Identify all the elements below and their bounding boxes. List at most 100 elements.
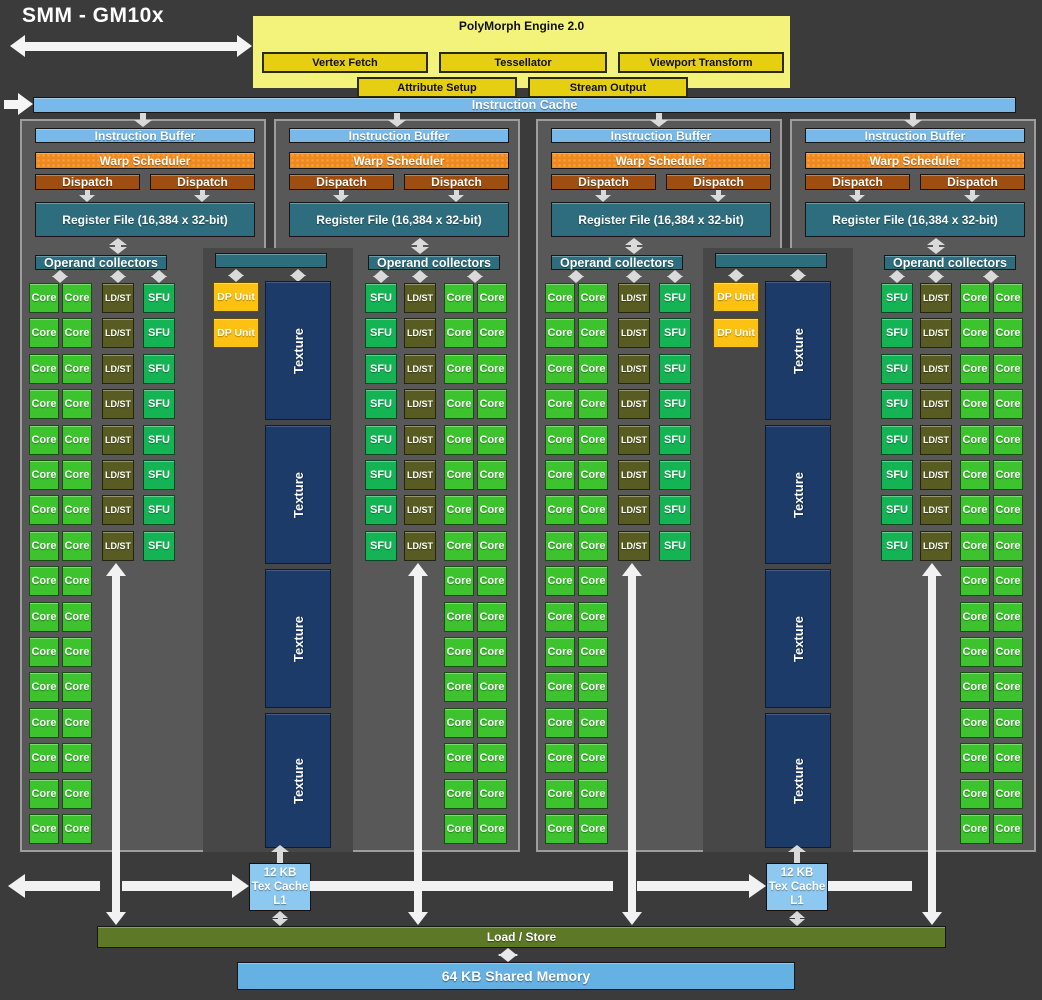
sfu-cell: SFU	[143, 389, 175, 419]
core-cell: Core	[960, 708, 990, 738]
tex-cache-label-line: L1	[790, 895, 804, 907]
ldst-cell: LD/ST	[920, 495, 952, 525]
texcache-loadstore-arrow	[272, 911, 288, 926]
arrow-shaft	[828, 881, 912, 891]
cache-to-quadrant-arrow	[904, 113, 922, 127]
core-cell: Core	[578, 708, 608, 738]
sfu-cell: SFU	[365, 283, 397, 313]
core-cell: Core	[477, 779, 507, 809]
core-cell: Core	[545, 425, 575, 455]
ldst-cell: LD/ST	[404, 354, 436, 384]
arrow-head-down-icon	[626, 276, 642, 283]
core-cell: Core	[444, 637, 474, 667]
register-operand-arrow	[109, 238, 127, 254]
ldst-cell: LD/ST	[404, 283, 436, 313]
core-cell: Core	[960, 283, 990, 313]
operand-column-arrow	[928, 270, 944, 283]
ldst-memory-arrow	[622, 563, 642, 925]
sfu-cell: SFU	[881, 425, 913, 455]
arrow-head-up-icon	[106, 563, 126, 576]
texture-unit-label: Texture	[790, 757, 806, 804]
core-cell: Core	[993, 354, 1023, 384]
core-cell: Core	[62, 672, 92, 702]
texture-unit-label: Texture	[290, 327, 306, 374]
ldst-cell: LD/ST	[618, 318, 650, 348]
arrow-head-up-icon	[788, 845, 806, 852]
core-cell: Core	[960, 602, 990, 632]
arrow-shaft	[969, 190, 975, 196]
texture-unit: Texture	[265, 713, 331, 848]
ldst-cell: LD/ST	[618, 354, 650, 384]
core-cell: Core	[545, 389, 575, 419]
operand-column-arrow	[151, 270, 167, 283]
arrow-head-down-icon	[412, 276, 428, 283]
core-cell: Core	[444, 566, 474, 596]
sfu-cell: SFU	[659, 460, 691, 490]
arrow-head-down-icon	[928, 276, 944, 283]
core-cell: Core	[993, 637, 1023, 667]
sfu-cell: SFU	[365, 318, 397, 348]
ldst-cell: LD/ST	[404, 531, 436, 561]
dispatch-register-arrow	[710, 190, 726, 202]
ldst-cell: LD/ST	[102, 495, 134, 525]
arrow-head-down-icon	[927, 247, 945, 254]
core-cell: Core	[545, 566, 575, 596]
core-cell: Core	[444, 318, 474, 348]
arrow-head-up-icon	[983, 270, 999, 277]
arrow-head-down-icon	[408, 912, 428, 925]
core-cell: Core	[545, 743, 575, 773]
ldst-cell: LD/ST	[102, 389, 134, 419]
core-cell: Core	[960, 531, 990, 561]
ldst-cell: LD/ST	[920, 354, 952, 384]
texture-unit-label: Texture	[790, 615, 806, 662]
texture-unit: Texture	[765, 569, 831, 708]
polymorph-engine-panel: PolyMorph Engine 2.0 Vertex Fetch Tessel…	[253, 16, 790, 98]
core-cell: Core	[960, 566, 990, 596]
arrow-head-down-icon	[595, 195, 611, 202]
dispatch-register-arrow	[849, 190, 865, 202]
core-cell: Core	[477, 354, 507, 384]
core-cell: Core	[993, 495, 1023, 525]
core-cell: Core	[578, 318, 608, 348]
arrow-head-down-icon	[622, 912, 642, 925]
core-cell: Core	[29, 743, 59, 773]
ldst-cell: LD/ST	[920, 531, 952, 561]
texture-unit-label: Texture	[790, 471, 806, 518]
memory-bus-line	[828, 874, 912, 898]
core-cell: Core	[960, 354, 990, 384]
register-file-bar: Register File (16,384 x 32-bit)	[551, 202, 771, 237]
texture-unit: Texture	[265, 425, 331, 564]
operand-column-arrow	[983, 270, 999, 283]
arrow-head-up-icon	[290, 269, 306, 276]
core-cell: Core	[62, 495, 92, 525]
sfu-cell: SFU	[659, 425, 691, 455]
arrow-head-down-icon	[272, 919, 288, 926]
arrow-head-down-icon	[498, 954, 518, 962]
memory-bus-arrow	[122, 874, 249, 898]
arrow-head-up-icon	[467, 270, 483, 277]
arrow-head-up-icon	[412, 270, 428, 277]
core-cell: Core	[477, 495, 507, 525]
polymorph-unit-attribute-setup: Attribute Setup	[357, 77, 517, 98]
operand-collectors-bar: Operand collectors	[35, 255, 167, 270]
operand-column-arrow	[412, 270, 428, 283]
core-cell: Core	[993, 672, 1023, 702]
arrow-shaft	[715, 190, 721, 196]
texture-unit: Texture	[765, 425, 831, 564]
core-cell: Core	[29, 602, 59, 632]
dispatch-unit: Dispatch	[404, 174, 509, 190]
operand-column-arrow	[667, 270, 683, 283]
core-cell: Core	[993, 283, 1023, 313]
arrow-head-right-icon	[749, 874, 766, 898]
arrow-shaft	[854, 190, 860, 196]
arrow-shaft	[794, 851, 800, 863]
arrow-head-down-icon	[79, 195, 95, 202]
core-cell: Core	[444, 743, 474, 773]
arrow-head-down-icon	[388, 120, 406, 127]
core-cell: Core	[545, 318, 575, 348]
arrow-head-down-icon	[106, 912, 126, 925]
ldst-cell: LD/ST	[618, 495, 650, 525]
core-cell: Core	[578, 566, 608, 596]
sfu-cell: SFU	[143, 318, 175, 348]
core-cell: Core	[29, 637, 59, 667]
